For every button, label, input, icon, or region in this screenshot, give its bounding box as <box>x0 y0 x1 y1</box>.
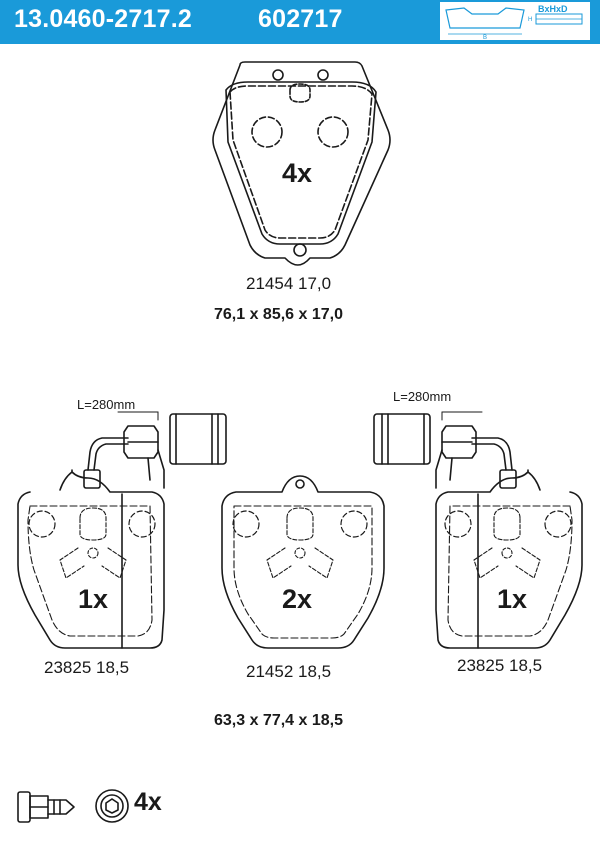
badge-text: BxHxD <box>538 4 568 14</box>
reference-number: 602717 <box>258 5 343 33</box>
left-wire-length: L=280mm <box>77 397 136 412</box>
center-pad-backplate <box>221 475 385 649</box>
center-pad-quantity: 2x <box>282 584 313 614</box>
top-pad-lining <box>229 85 373 239</box>
dimension-badge-icon: B H BxHxD <box>440 2 590 40</box>
top-pad-dimensions: 76,1 x 85,6 x 17,0 <box>214 306 343 323</box>
header-bar: 13.0460-2717.2 602717 B H BxHxD <box>0 0 600 44</box>
bolt-icon <box>17 791 75 823</box>
bottom-pads-dimensions: 63,3 x 77,4 x 18,5 <box>214 712 343 729</box>
right-pad-code: 23825 18,5 <box>457 656 543 675</box>
left-pad-backplate <box>17 469 165 649</box>
top-brake-pad <box>212 61 391 266</box>
top-pad-quantity: 4x <box>282 158 313 188</box>
bottom-center-brake-pad <box>221 475 385 649</box>
center-pad-code: 21452 18,5 <box>246 662 332 681</box>
left-pad-code: 23825 18,5 <box>44 658 130 677</box>
accessories-quantity: 4x <box>134 788 162 816</box>
top-pad-code: 21454 17,0 <box>246 274 332 293</box>
badge-h-label: H <box>528 17 532 23</box>
bottom-right-brake-pad <box>373 411 583 649</box>
right-pad-quantity: 1x <box>497 584 528 614</box>
badge-b-label: B <box>483 35 487 40</box>
left-pad-quantity: 1x <box>78 584 109 614</box>
bottom-left-brake-pad <box>17 411 227 649</box>
top-pad-backplate <box>212 61 391 266</box>
part-number: 13.0460-2717.2 <box>14 5 192 33</box>
right-wire-length: L=280mm <box>393 389 452 404</box>
nut-icon <box>95 789 129 823</box>
